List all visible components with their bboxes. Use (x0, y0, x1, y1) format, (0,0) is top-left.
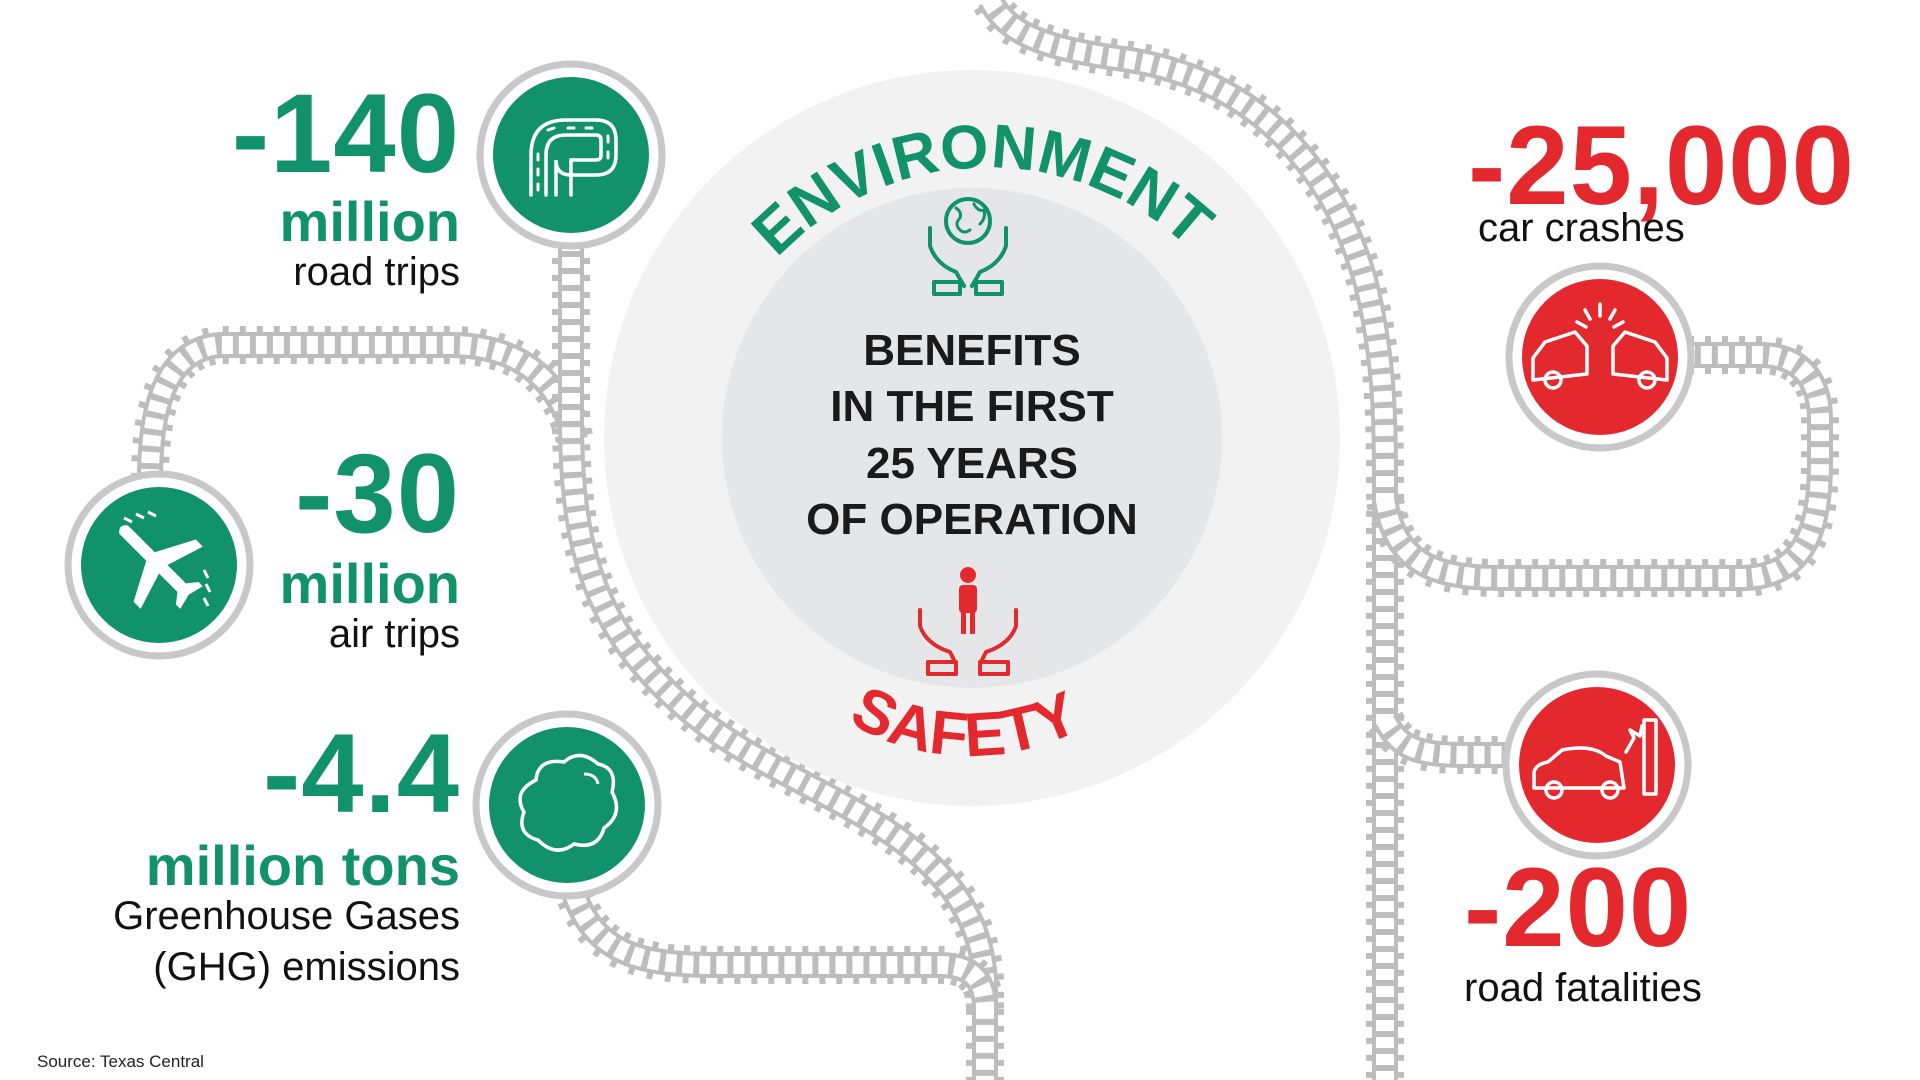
crashes-label: car crashes (1478, 206, 1685, 250)
fatalities-value: -200 (1464, 845, 1693, 970)
inner-disc (722, 188, 1222, 688)
crashes-value: -25,000 (1468, 103, 1855, 228)
rail-gap (561, 877, 994, 1011)
airplane-icon (119, 525, 203, 609)
ghg-value: -4.4 (263, 711, 460, 836)
stat-fatalities: -200 road fatalities (1464, 852, 1904, 1011)
crashes-badge (1505, 262, 1695, 452)
center-line-3: 25 YEARS (866, 438, 1078, 488)
center-title: BENEFITS IN THE FIRST 25 YEARS OF OPERAT… (722, 323, 1222, 548)
ghg-label-line1: Greenhouse Gases (113, 894, 460, 938)
air-trips-unit: million (279, 552, 460, 615)
rail-gap (1376, 346, 1829, 587)
rail-gap (1376, 715, 1525, 764)
car-wall-crash-icon (1532, 718, 1658, 800)
center-line-2: IN THE FIRST (830, 382, 1114, 432)
fatalities-badge (1502, 670, 1692, 860)
rail-gap (562, 240, 994, 1080)
stat-air-trips: -30 million air trips (150, 438, 460, 657)
road-trips-unit: million (279, 190, 460, 253)
road-trips-value: -140 (231, 71, 460, 196)
ghg-badge (472, 710, 662, 900)
stat-crashes: -25,000 car crashes (1468, 110, 1908, 251)
road-trips-label: road trips (293, 250, 460, 294)
car-collision-icon (1531, 302, 1669, 390)
center-line-4: OF OPERATION (806, 494, 1138, 544)
ghg-unit: million tons (145, 834, 460, 897)
fatalities-label: road fatalities (1464, 966, 1702, 1010)
road-icon (529, 118, 618, 197)
stat-ghg: -4.4 million tons Greenhouse Gases (GHG)… (60, 718, 460, 990)
air-trips-label: air trips (328, 612, 460, 656)
rail-gap (981, 0, 1394, 1080)
center-line-1: BENEFITS (863, 326, 1081, 375)
ghg-label-line2: (GHG) emissions (153, 944, 460, 989)
road-trips-badge (476, 60, 666, 250)
hands-person-icon (918, 567, 1018, 676)
cloud-icon (518, 753, 619, 852)
hands-globe-icon (928, 197, 1008, 296)
stat-road-trips: -140 million road trips (150, 78, 460, 295)
air-trips-badge (64, 470, 254, 660)
rail-gap (141, 336, 584, 481)
source-note: Source: Texas Central (37, 1052, 204, 1071)
air-trips-value: -30 (295, 431, 460, 556)
